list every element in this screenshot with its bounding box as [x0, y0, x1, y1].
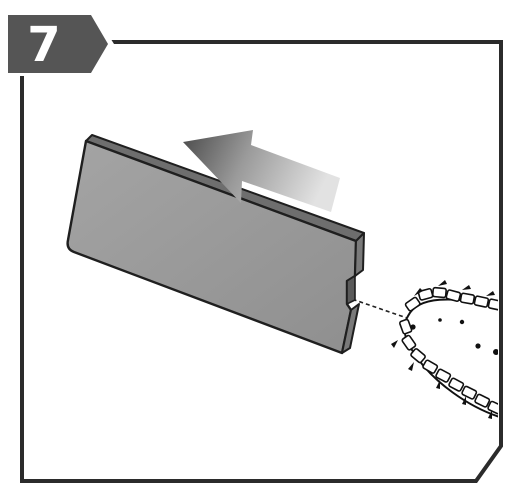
- step-number: 7: [27, 17, 60, 73]
- arrow-left-gradient-icon: [183, 130, 340, 212]
- step-badge: 7: [5, 12, 114, 76]
- guide-bar-cover: [66, 134, 365, 355]
- chainsaw-bar-with-chain: [391, 280, 498, 422]
